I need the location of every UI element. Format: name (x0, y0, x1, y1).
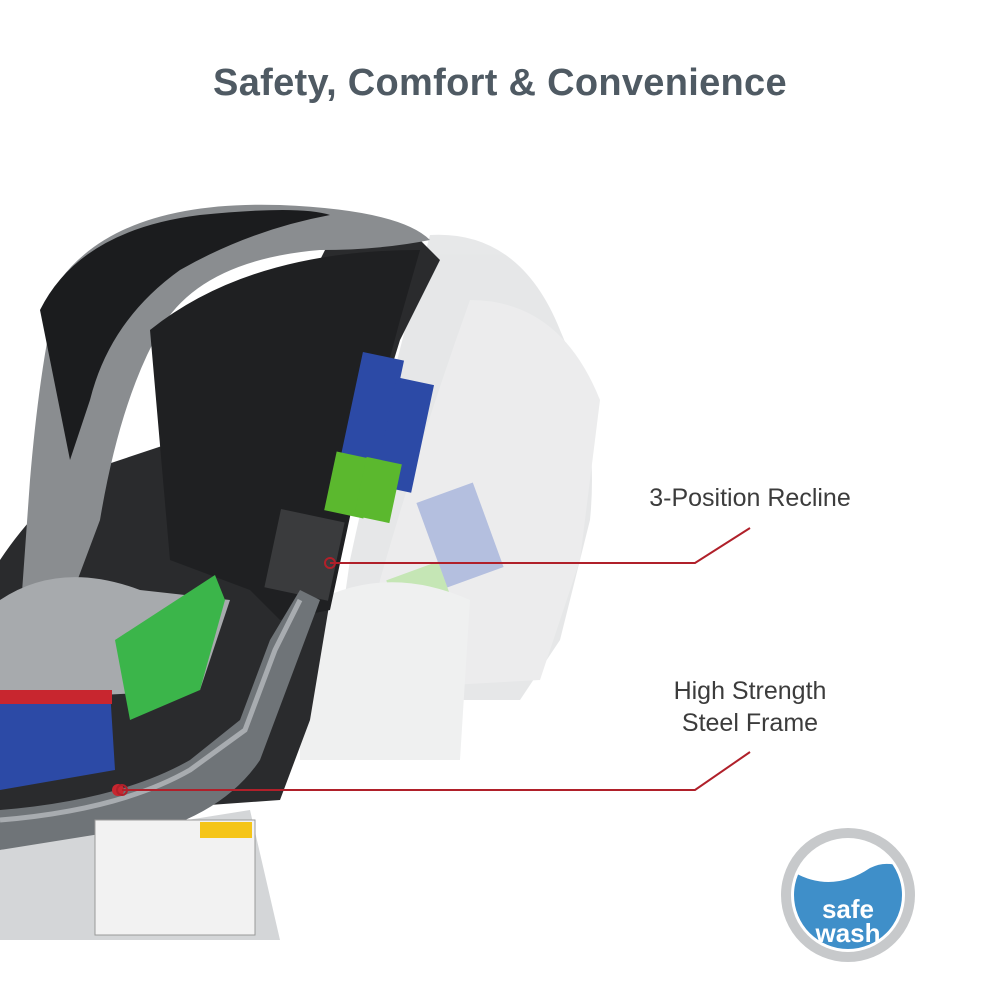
safe-wash-badge: safe wash (781, 828, 915, 962)
badge-text-safe: safe (822, 894, 874, 924)
frame-callout-line2: Steel Frame (681, 709, 819, 737)
ghost-seat-back-3 (360, 300, 600, 690)
recline-instruction-panel (264, 509, 345, 601)
recline-callout-dot (324, 557, 336, 569)
recline-callout: 3-Position Recline (649, 484, 851, 512)
frame-callout: High Strength Steel Frame (630, 675, 870, 739)
steel-frame (0, 590, 320, 850)
rear-facing-blue-label (0, 690, 115, 790)
page-title: Safety, Comfort & Convenience (213, 62, 787, 104)
ghost-green-label (386, 561, 459, 637)
warning-label-header (200, 822, 252, 838)
ghost-shell (300, 582, 470, 760)
wave-icon (794, 863, 902, 949)
frame-callout-dot (116, 784, 128, 796)
recline-blue-label (337, 351, 405, 479)
badge-text-wash: wash (814, 918, 880, 948)
headrest-black (40, 210, 330, 460)
frame-callout-line1: High Strength (673, 677, 827, 705)
installation-green-label (115, 575, 225, 720)
warning-label (94, 819, 256, 936)
recline-green-label-2 (354, 456, 402, 524)
ghost-blue-label (416, 482, 504, 588)
ghost-seat-back-2 (330, 234, 592, 700)
frame-callout-line (122, 751, 751, 791)
ghost-recline-positions (300, 234, 600, 760)
steel-frame-highlight (0, 598, 303, 823)
side-panel (150, 250, 420, 620)
rear-facing-red-strip (0, 690, 112, 704)
recline-callout-line (330, 527, 751, 564)
